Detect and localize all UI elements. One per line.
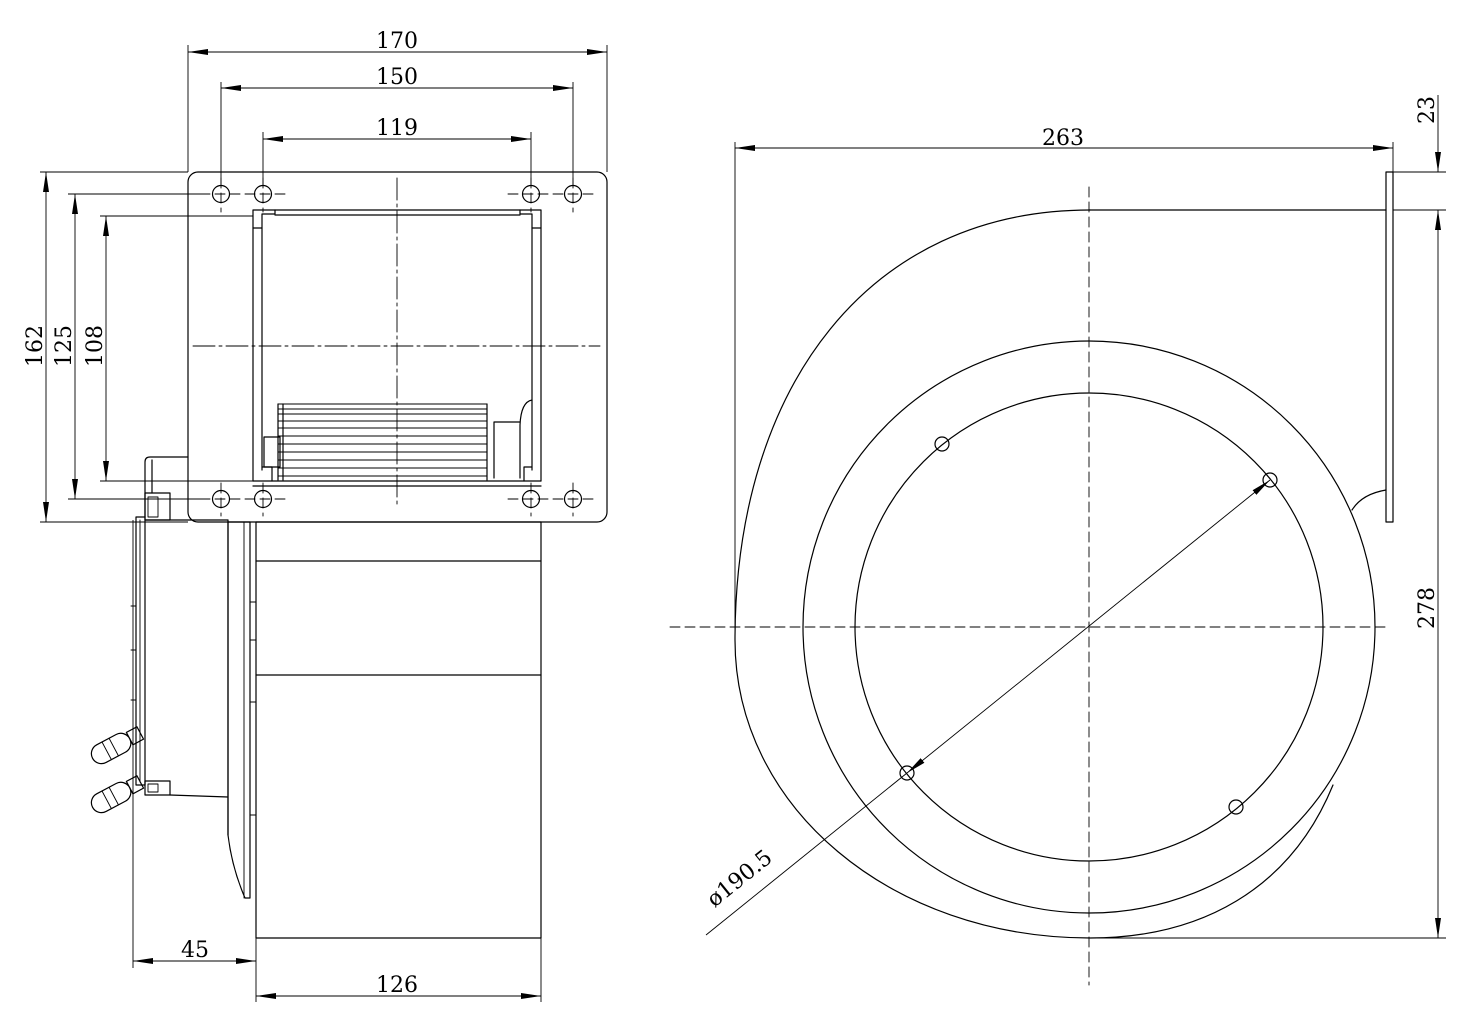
dimension-label-263: 263 <box>1042 126 1084 151</box>
mounting-flange <box>187 171 608 523</box>
top-connector <box>144 492 171 521</box>
bolt-hole <box>1228 799 1244 815</box>
side-extension-lines <box>734 142 1446 939</box>
front-extension-lines <box>40 45 608 1002</box>
cable-gland-ring <box>108 786 119 806</box>
front-view: 170 150 119 162 125 108 45 126 <box>23 29 608 1002</box>
dimension-label-150: 150 <box>376 65 418 90</box>
dimension-label-125: 125 <box>52 325 77 367</box>
bolt-circle-leader <box>705 772 908 936</box>
dimension-label-119: 119 <box>376 116 418 141</box>
cable-gland-nut <box>125 775 145 795</box>
dimension-line-bolt-circle <box>906 479 1271 774</box>
motor <box>90 456 229 836</box>
bolt-hole <box>934 436 950 452</box>
dimension-label-278: 278 <box>1415 587 1440 629</box>
bottom-connector-inner <box>147 783 159 793</box>
motor-back-cover <box>135 516 146 786</box>
side-dimensions: 263 23 278 ø190.5 <box>702 95 1441 938</box>
scroll-housing <box>227 521 542 939</box>
dimension-label-170: 170 <box>376 29 418 54</box>
housing-side-plate <box>227 521 251 899</box>
inlet-opening-inner-wall <box>261 227 533 471</box>
cable-gland <box>90 775 145 814</box>
cable-gland-ring <box>101 790 112 810</box>
cutoff-tongue <box>493 399 533 479</box>
inlet-corner-notch <box>519 209 542 229</box>
outlet-flange <box>1385 171 1394 523</box>
inlet-corner-notch <box>252 209 276 229</box>
dimension-label-bolt-circle: ø190.5 <box>702 845 777 912</box>
volute-outlet-junction <box>1351 489 1387 511</box>
bottom-connector <box>144 780 171 796</box>
dimension-label-162: 162 <box>23 325 48 367</box>
dimension-label-23: 23 <box>1415 96 1440 124</box>
cable-gland-ring <box>101 741 112 761</box>
impeller <box>263 399 533 481</box>
dimension-label-45: 45 <box>181 938 209 963</box>
junction-box <box>144 456 189 518</box>
inlet-opening-frame <box>252 209 542 482</box>
side-view: 263 23 278 ø190.5 <box>669 95 1446 986</box>
bolt-holes <box>899 436 1278 815</box>
hole-center-marks <box>199 177 599 517</box>
top-connector-inner <box>147 496 159 518</box>
front-dimensions: 170 150 119 162 125 108 45 126 <box>23 29 607 999</box>
dimension-label-126: 126 <box>376 973 418 998</box>
cable-gland-nut <box>125 726 145 746</box>
housing-body <box>255 521 542 939</box>
cable-gland-ring <box>108 737 119 757</box>
motor-body-outline <box>144 519 229 836</box>
cable-gland <box>90 726 145 765</box>
dimension-label-108: 108 <box>83 325 108 367</box>
volute-scroll-outline <box>734 209 1334 939</box>
impeller-hub <box>263 436 281 468</box>
